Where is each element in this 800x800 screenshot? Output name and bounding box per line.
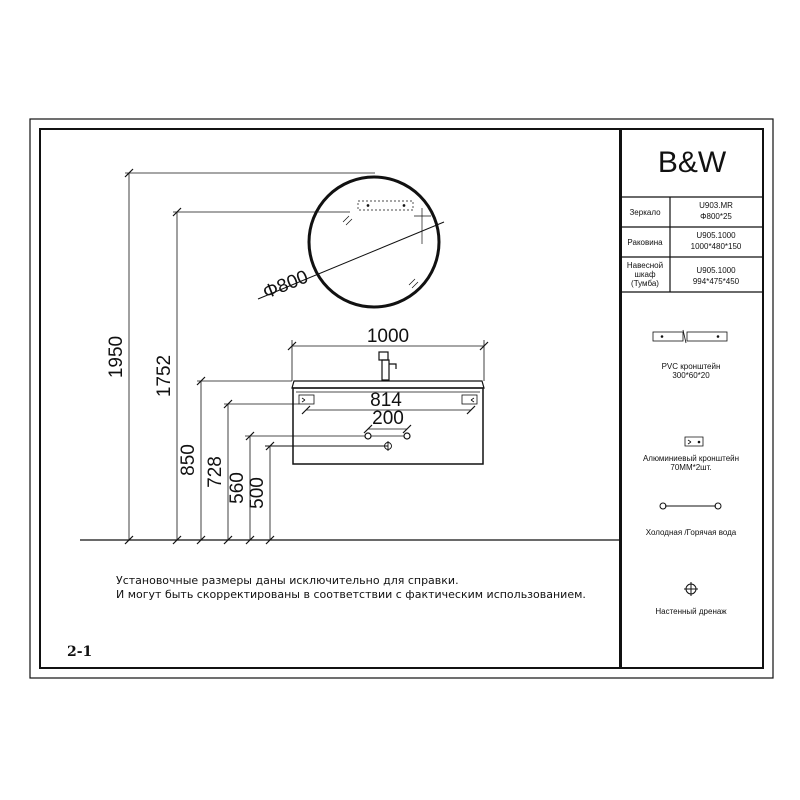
dim-height-728: 728 xyxy=(205,456,226,488)
component-spec-mirror-size: Φ800*25 xyxy=(700,212,732,221)
water-supply-icon xyxy=(659,502,722,510)
mirror-reflection-marks xyxy=(342,215,419,289)
tick-mark xyxy=(479,341,489,351)
vertical-dimensions xyxy=(125,172,375,540)
dim-height-500: 500 xyxy=(247,477,268,509)
pvc-bracket-label: PVC кронштейн xyxy=(662,362,721,371)
component-spec-mirror-model: U903.MR xyxy=(699,201,733,210)
tick-mark xyxy=(402,424,412,434)
pvc-bracket-size: 300*60*20 xyxy=(672,371,710,380)
title-block-frame xyxy=(620,128,764,669)
outer-frame xyxy=(29,118,774,679)
wall-drain-label: Настенный дренаж xyxy=(655,607,727,616)
dim-width-1000: 1000 xyxy=(367,326,409,347)
tick-mark xyxy=(287,341,297,351)
aluminium-bracket-icon xyxy=(684,436,704,447)
installation-note-line1: Установочные размеры даны исключительно … xyxy=(116,574,459,587)
aluminium-bracket-label: Алюминиевый кронштейн xyxy=(643,454,739,463)
left-bracket-icon xyxy=(298,394,315,405)
wall-cabinet xyxy=(292,387,484,465)
component-spec-cabinet-size: 994*475*450 xyxy=(693,277,740,286)
mirror-diameter-line xyxy=(257,221,445,300)
component-spec-cabinet-model: U905.1000 xyxy=(696,266,736,275)
dim-height-1752: 1752 xyxy=(154,355,175,397)
component-spec-basin-model: U905.1000 xyxy=(696,231,736,240)
dim-height-850: 850 xyxy=(178,444,199,476)
component-spec-basin-size: 1000*480*150 xyxy=(691,242,742,251)
water-supply-label: Холодная /Горячая вода xyxy=(646,528,737,537)
component-label-cabinet-line3: (Тумба) xyxy=(631,279,659,288)
page-label: 2-1 xyxy=(67,644,92,660)
wall-drain-icon xyxy=(684,582,698,596)
installation-note-line2: И могут быть скорректированы в соответст… xyxy=(116,588,586,601)
faucet xyxy=(378,351,397,381)
mirror-light-strip xyxy=(357,200,414,211)
dim-width-200: 200 xyxy=(372,408,404,429)
dim-height-1950: 1950 xyxy=(106,336,127,378)
round-mirror xyxy=(307,175,441,309)
drain-connector xyxy=(265,441,392,451)
brand-logo: B&W xyxy=(658,146,727,179)
vertical-dim-ticks xyxy=(124,168,275,545)
pvc-bracket-icon xyxy=(652,329,728,344)
component-label-basin: Раковина xyxy=(627,238,663,247)
hot-water-connector xyxy=(403,432,411,440)
tick-mark xyxy=(466,405,476,415)
cold-water-connector xyxy=(364,432,372,440)
dim-width-814: 814 xyxy=(370,390,402,411)
mirror-crosshair xyxy=(414,208,431,244)
aluminium-bracket-size: 70MM*2шт. xyxy=(670,463,711,472)
component-label-mirror: Зеркало xyxy=(629,208,661,217)
component-label-cabinet-line2: шкаф xyxy=(634,270,656,279)
dim-height-560: 560 xyxy=(227,472,248,504)
tick-mark xyxy=(301,405,311,415)
component-label-cabinet-line1: Навесной xyxy=(627,261,663,270)
right-bracket-icon xyxy=(461,394,478,405)
tick-mark xyxy=(363,424,373,434)
dim-mirror-diameter: Φ800 xyxy=(260,267,311,304)
basin-countertop xyxy=(291,380,485,389)
